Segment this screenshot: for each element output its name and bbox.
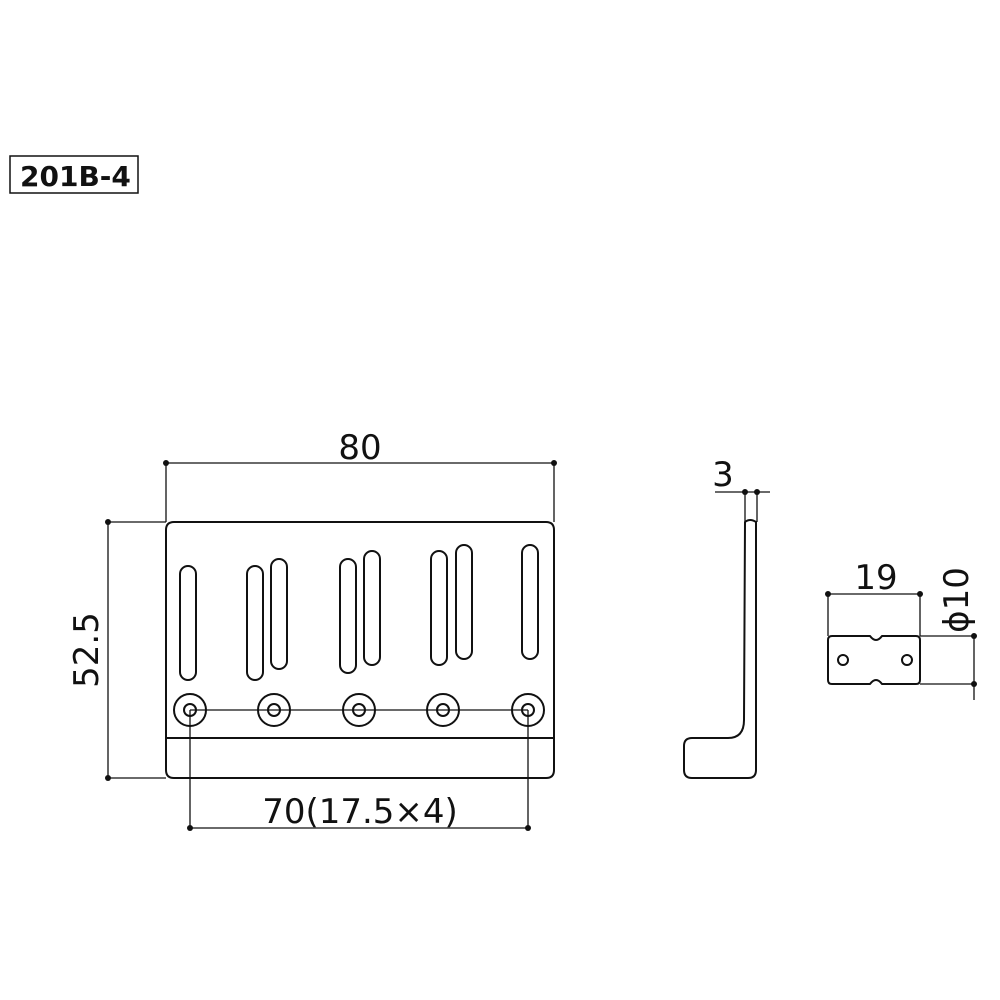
saddle-outline xyxy=(827,635,921,685)
saddle-length-dimension: 19 xyxy=(825,558,923,636)
saddle-screw-hole xyxy=(837,654,849,666)
thickness-dimension-label: 3 xyxy=(712,455,734,495)
string-hole-ring xyxy=(342,693,376,727)
width-dimension: 80 xyxy=(163,428,557,522)
string-hole xyxy=(352,703,366,717)
thickness-dimension: 3 xyxy=(712,455,770,522)
slot xyxy=(363,550,381,666)
height-dimension-label: 52.5 xyxy=(67,612,107,688)
saddle-screw-hole xyxy=(901,654,913,666)
slot xyxy=(179,565,197,681)
string-hole-ring xyxy=(257,693,291,727)
model-label-text: 201B-4 xyxy=(20,160,131,193)
side-view: 3 xyxy=(683,455,770,779)
slot xyxy=(521,544,539,660)
saddle-view: 19 ϕ10 xyxy=(825,558,977,700)
string-hole-ring xyxy=(426,693,460,727)
spacing-dimension: 70(17.5×4) xyxy=(187,710,531,832)
slot xyxy=(455,544,473,660)
string-hole xyxy=(267,703,281,717)
saddle-length-label: 19 xyxy=(854,558,897,598)
string-hole xyxy=(436,703,450,717)
slot xyxy=(246,565,264,681)
saddle-diameter-dimension: ϕ10 xyxy=(920,567,977,700)
slot xyxy=(430,550,448,666)
adjustment-slots xyxy=(179,544,539,681)
string-holes xyxy=(173,693,545,727)
spacing-dimension-label: 70(17.5×4) xyxy=(262,792,458,832)
saddle-diameter-label: ϕ10 xyxy=(937,567,977,633)
width-dimension-label: 80 xyxy=(338,428,381,468)
bridge-plate-outline xyxy=(165,521,555,779)
front-view: 80 52.5 70(17.5×4) xyxy=(67,428,557,832)
slot xyxy=(339,558,357,674)
model-label: 201B-4 xyxy=(9,155,139,194)
bridge-side-profile xyxy=(683,519,757,779)
height-dimension: 52.5 xyxy=(67,519,166,781)
slot xyxy=(270,558,288,670)
